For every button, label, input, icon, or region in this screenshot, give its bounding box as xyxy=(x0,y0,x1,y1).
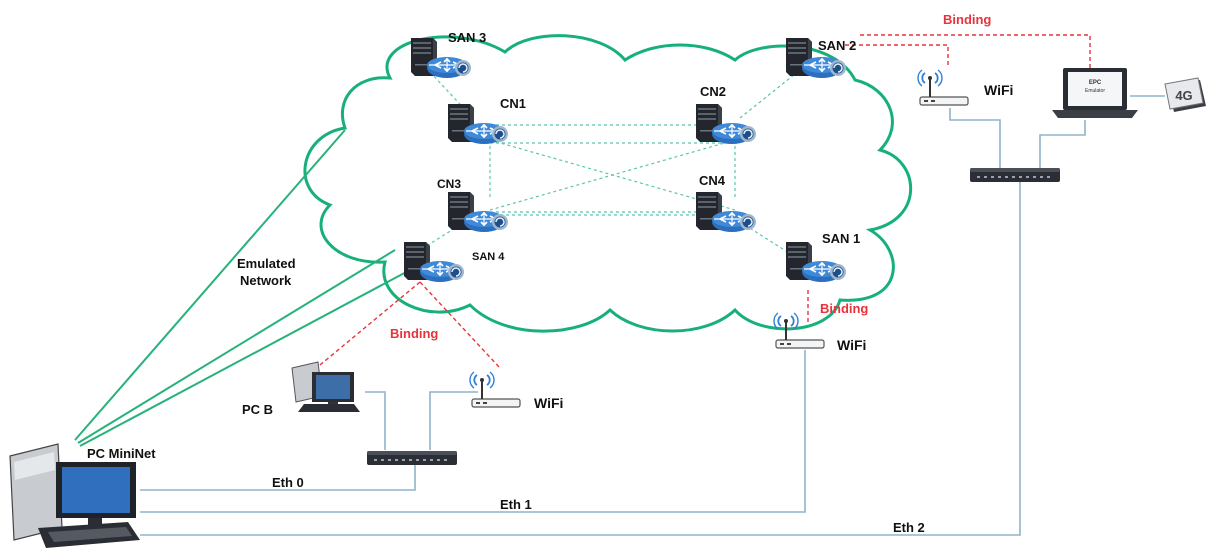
wifi-label-bottom: WiFi xyxy=(534,395,563,411)
pc-b-desktop-icon[interactable] xyxy=(291,361,360,412)
emulated-network-label-line1: Emulated xyxy=(237,256,296,271)
ethernet-links xyxy=(140,95,1165,536)
eth2-label: Eth 2 xyxy=(893,520,925,535)
pc-mininet-desktop-icon[interactable] xyxy=(9,443,140,548)
san2-label: SAN 2 xyxy=(818,38,856,53)
4g-badge-icon: 4G xyxy=(1164,77,1206,112)
cn2-label: CN2 xyxy=(700,84,726,99)
san1-label: SAN 1 xyxy=(822,231,860,246)
epc-label-line1: EPC xyxy=(1089,80,1102,86)
wifi-label-top: WiFi xyxy=(984,82,1013,98)
san1-server-icon[interactable] xyxy=(785,241,847,283)
wifi-ap-bottom-icon[interactable] xyxy=(469,371,521,408)
epc-emulator-laptop-icon[interactable]: EPC Emulator xyxy=(1052,68,1138,118)
emulated-network-label-line2: Network xyxy=(240,273,292,288)
san4-server-icon[interactable] xyxy=(403,241,465,283)
cn1-server-icon[interactable] xyxy=(447,103,509,145)
wifi-label-san1: WiFi xyxy=(837,337,866,353)
pc-b-label: PC B xyxy=(242,402,273,417)
binding-label-top: Binding xyxy=(943,12,991,27)
wifi-ap-san1-icon[interactable] xyxy=(773,312,825,349)
emulated-network-cloud xyxy=(303,34,913,333)
switch-top-icon[interactable] xyxy=(970,168,1060,182)
cn3-label: CN3 xyxy=(437,177,461,191)
cn1-label: CN1 xyxy=(500,96,526,111)
emulated-links xyxy=(74,129,411,447)
4g-badge-label: 4G xyxy=(1175,88,1192,103)
binding-label-san1: Binding xyxy=(820,301,868,316)
epc-label-line2: Emulator xyxy=(1085,88,1105,94)
cn4-server-icon[interactable] xyxy=(695,191,757,233)
binding-label-san4: Binding xyxy=(390,326,438,341)
cn4-label: CN4 xyxy=(699,173,726,188)
core-mesh-links xyxy=(419,69,801,261)
binding-links xyxy=(319,34,1091,369)
eth0-label: Eth 0 xyxy=(272,475,304,490)
cn2-server-icon[interactable] xyxy=(695,103,757,145)
eth1-label: Eth 1 xyxy=(500,497,532,512)
switch-bottom-icon[interactable] xyxy=(367,451,457,465)
san4-label: SAN 4 xyxy=(472,251,505,263)
san3-label: SAN 3 xyxy=(448,30,486,45)
wifi-ap-top-icon[interactable] xyxy=(917,69,969,106)
pc-mininet-label: PC MiniNet xyxy=(87,446,156,461)
